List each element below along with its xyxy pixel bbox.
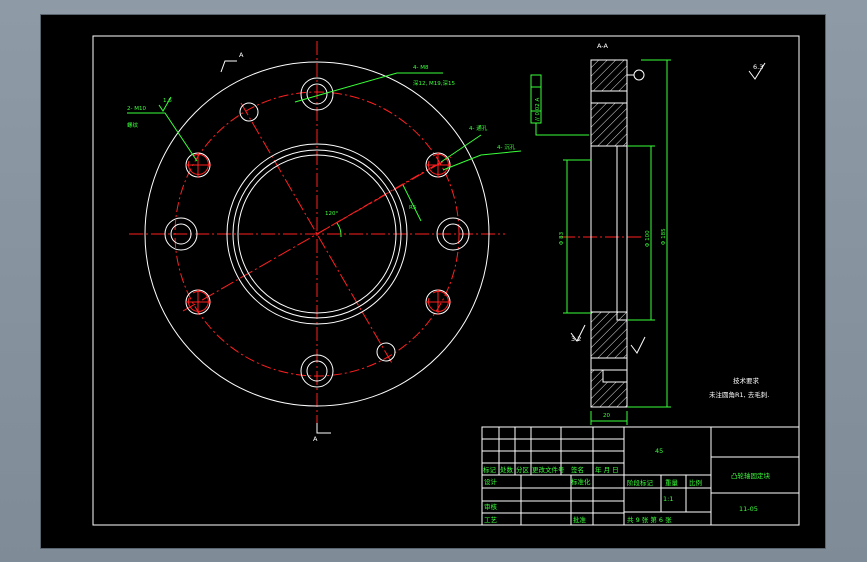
tb-drawing-no: 11-05 [739,505,758,513]
tb-lower-label-1: 标准化 [571,477,591,486]
tech-req-title: 技术要求 [733,376,760,385]
corner-roughness-symbol [748,62,766,80]
leader-left [127,112,198,162]
dim-mid[interactable]: Φ 100 [627,145,655,321]
tolerance-text: // 0.02 A [535,98,541,121]
section-mark-bottom: A [313,435,318,443]
tb-row-label-1: 处数 [500,465,514,474]
tb-row-label-4: 签名 [571,465,584,474]
threaded-hole-ll[interactable] [185,289,211,315]
tb-row-label-2: 分区 [516,465,530,474]
bore-circle-1 [232,149,402,319]
tb-part-name: 凸轮轴固定块 [731,471,771,480]
counterbore-hole-left[interactable] [164,217,198,251]
front-view[interactable]: A A 2- M10 螺纹 1.6 4- M8 深12, M19,深15 4- … [127,41,522,443]
hole-note-top-2: 深12, M19,深15 [413,79,455,87]
diagonal-centerline-c [316,162,440,235]
tb-scale-value: 1:1 [663,495,673,503]
section-mark-top: A [239,51,244,59]
leader-right-1 [440,134,482,163]
roughness-section-left [570,324,586,342]
dim-mid-text: Φ 100 [645,230,651,247]
tb-sheet-info: 共 9 张 第 6 张 [627,515,672,524]
tb-scale-label: 比例 [689,478,702,487]
cad-drawing[interactable]: A A 2- M10 螺纹 1.6 4- M8 深12, M19,深15 4- … [41,15,825,548]
dim-inner-text: Φ 83 [559,231,565,245]
dim-outer-text: Φ 185 [661,228,667,245]
bore-step [616,146,627,321]
flange-outer-circle [144,61,490,407]
tb-lower-label-3: 工艺 [484,516,498,524]
tb-lower-label-4: 批准 [573,515,587,524]
section-lower-step [602,369,628,383]
dim-inner[interactable]: Φ 83 [559,159,591,314]
hole-note-left-sub: 螺纹 [127,121,139,129]
tolerance-frame[interactable]: // 0.02 A [530,74,589,136]
hole-note-right-2: 4- 沉孔 [497,143,516,151]
tb-material: 45 [655,447,663,455]
hole-note-top: 4- M8 [413,65,429,71]
tb-lower-label-2: 审核 [484,502,498,511]
angle-arc [336,222,342,238]
title-block[interactable] [481,426,800,526]
tb-row-label-5: 年 月 日 [595,465,619,474]
angle-label: 120° [325,211,338,217]
section-upper-hole [590,90,628,104]
tb-row-label-0: 标记 [483,465,497,474]
section-title: A-A [597,42,609,50]
section-arrow-top [220,60,237,73]
threaded-hole-lr[interactable] [425,289,451,315]
diagonal-centerline-a [240,102,394,366]
angle-dim-line [402,184,422,222]
hole-note-right-1: 4- 通孔 [469,124,488,132]
title-block-text: 45 凸轮轴固定块 11-05 1:1 共 9 张 第 6 张 阶段标记 重量 … [483,447,771,524]
pin-hole-top-left[interactable] [239,102,259,122]
counterbore-hole-top[interactable] [300,77,334,111]
tech-req-line: 未注圆角R1, 去毛刺. [709,390,769,399]
datum-circle [633,69,645,81]
threaded-hole-ur[interactable] [425,152,451,178]
tb-stage-label: 阶段标记 [627,478,654,487]
dim-width-text: 20 [603,413,610,419]
pcd-label: R5 [409,205,417,211]
dim-width[interactable]: 20 [590,411,628,425]
roughness-right-text: 3.2 [571,335,581,343]
drawing-frame-outer [92,35,800,526]
drawing-viewport[interactable]: A A 2- M10 螺纹 1.6 4- M8 深12, M19,深15 4- … [41,15,825,548]
bolt-circle [174,91,460,377]
boss-circle-outer [226,143,408,325]
pin-hole-bottom-right[interactable] [376,342,396,362]
bore-circle-2 [237,154,397,314]
corner-roughness: 6.3 [753,63,763,71]
section-view[interactable]: A-A // 0.02 A [530,42,671,425]
roughness-section-right [630,336,646,354]
leader-right-2 [442,150,522,171]
dim-outer[interactable]: Φ 185 [627,59,671,408]
section-lower-hole [590,357,628,371]
hole-note-left: 2- M10 [127,106,146,112]
threaded-hole-ul[interactable] [185,152,211,178]
counterbore-hole-bottom[interactable] [300,354,334,388]
tb-weight-label: 重量 [665,479,679,487]
leader-top [294,72,443,103]
tb-row-label-3: 更改文件号 [532,465,565,474]
counterbore-hole-right[interactable] [436,217,470,251]
tb-lower-label-0: 设计 [484,477,498,486]
section-arrow-bottom [316,423,331,434]
roughness-left: 1.6 [163,98,172,104]
notes[interactable]: 6.3 技术要求 未注圆角R1, 去毛刺. [709,62,769,399]
roughness-symbol-left [158,96,172,112]
